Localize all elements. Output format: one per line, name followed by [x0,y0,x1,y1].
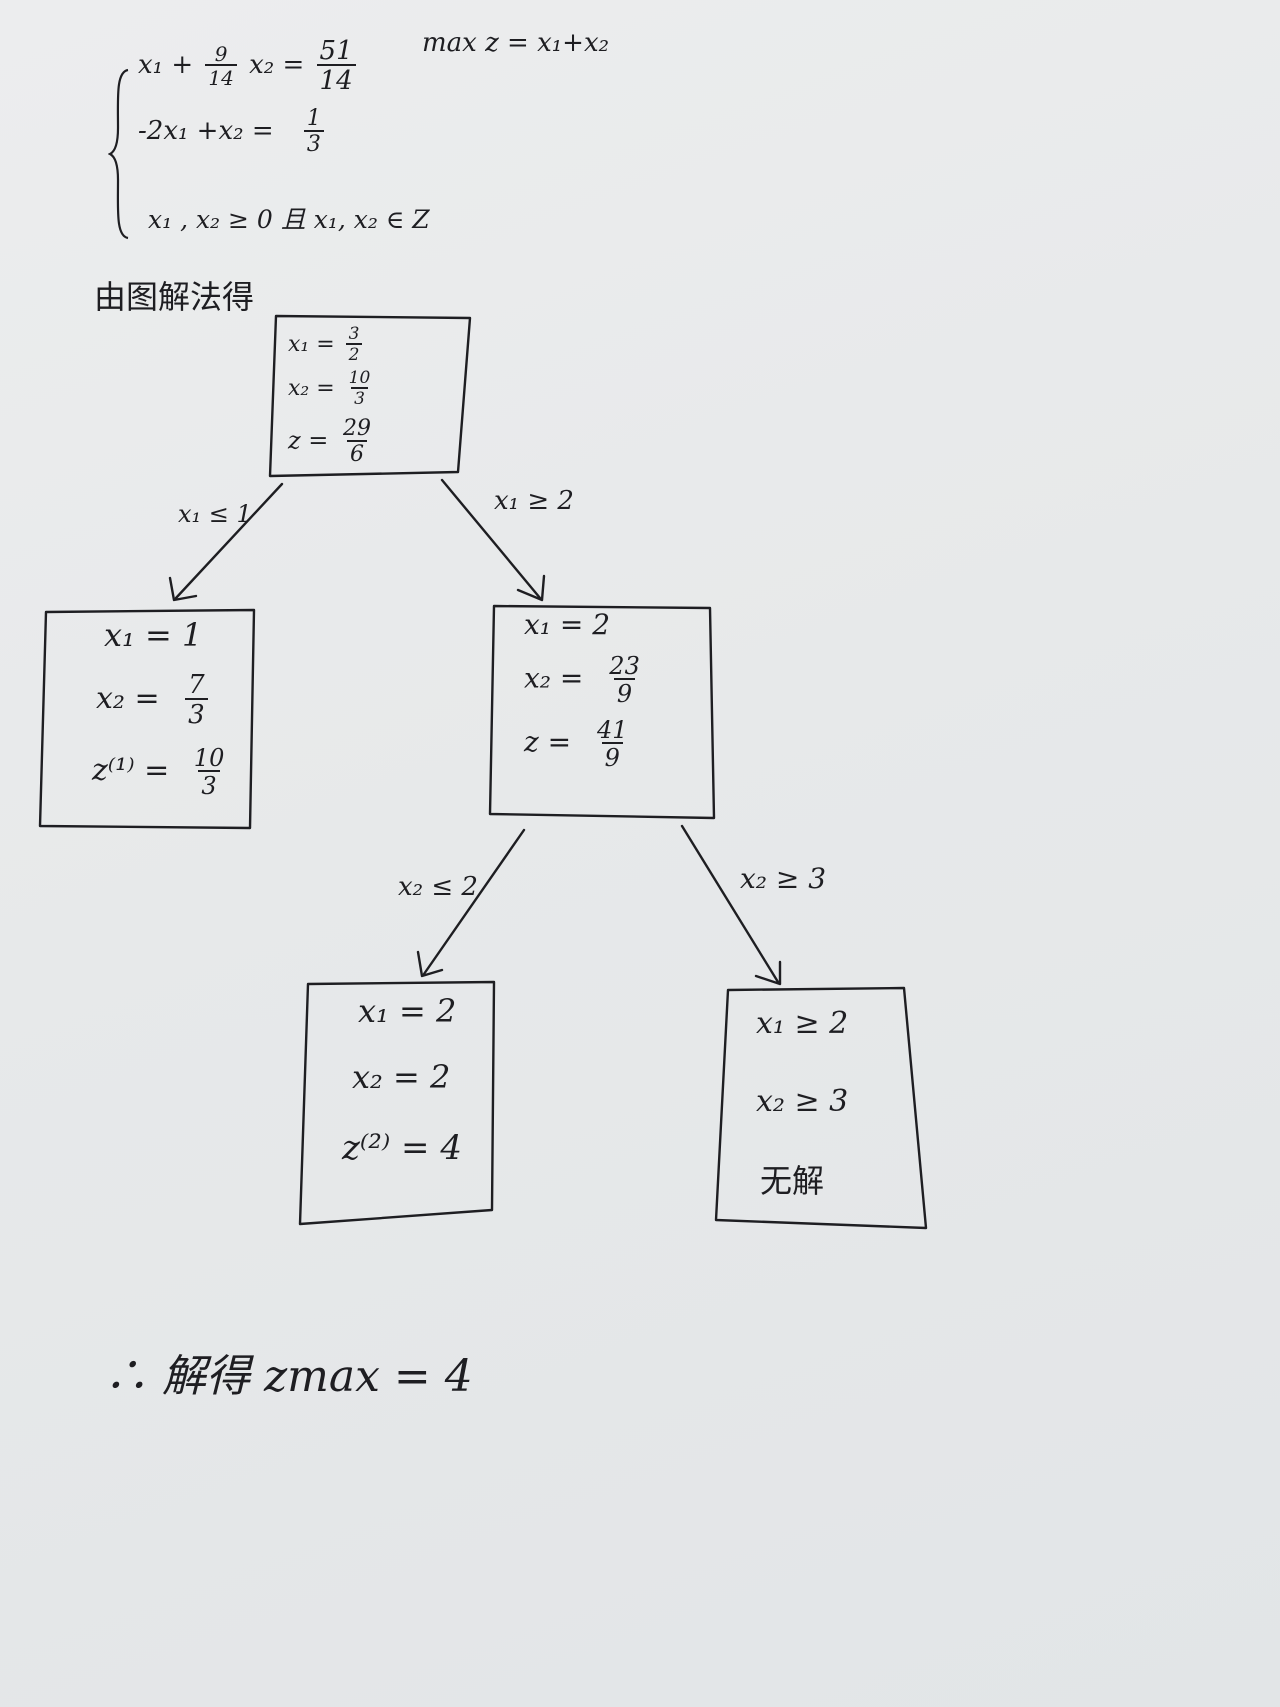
root-x1-value: 3 2 [345,324,363,364]
left-z-value: 10 3 [191,746,228,798]
constraint-3: x₁ , x₂ ≥ 0 且 x₁, x₂ ∈ Z [148,205,430,234]
root-z-den: 6 [347,440,368,466]
rhs-numerator: 1 [306,106,321,131]
right-z-den: 9 [601,742,623,770]
left-x2-num: 7 [188,670,205,700]
branch-right-label: x₁ ≥ 2 [494,486,574,516]
edge-root-left [174,482,284,600]
branch-bottomleft-label: x₂ ≤ 2 [398,872,478,902]
root-box [268,314,472,478]
left-x2-den: 3 [185,698,208,728]
constraint-1: x₁ + 9 14 x₂ = 51 14 [138,38,360,94]
root-x2-num: 10 [348,368,371,388]
right-z-value: 41 9 [594,718,631,770]
root-x2: x₂ = 10 3 [288,370,377,408]
root-z: z = 29 6 [288,418,378,466]
root-x2-value: 10 3 [346,370,374,408]
left-x2-label: x₂ = [96,681,160,716]
left-x2: x₂ = 7 3 [96,672,212,728]
root-z-label: z = [288,426,329,455]
constraint-2: -2x₁ +x₂ = 1 3 [138,108,328,156]
rhs-numerator: 51 [319,36,353,66]
constraint-1-coefficient: 9 14 [205,42,237,88]
right-x1: x₁ = 2 [524,608,611,641]
constraint-1-lhs-b: x₂ = [249,50,305,80]
left-z-num: 10 [193,744,225,772]
method-label: 由图解法得 [94,278,255,316]
right-z-num: 41 [597,716,628,744]
branch-left-label: x₁ ≤ 1 [178,500,252,528]
root-z-num: 29 [343,416,372,441]
root-x2-den: 3 [351,387,368,408]
root-x1-label: x₁ = [288,332,335,357]
arrowhead-right [516,574,546,602]
arrowhead-bottomleft [416,950,444,978]
root-x1-num: 3 [348,324,360,344]
system-brace [108,68,129,240]
bottom-right-x2: x₂ ≥ 3 [756,1084,849,1119]
bottom-right-note: 无解 [760,1162,825,1200]
arrowhead-left [168,576,198,602]
constraint-1-rhs: 51 14 [316,36,356,94]
right-box [488,604,716,820]
constraint-2-rhs: 1 3 [303,106,324,156]
right-x2: x₂ = 23 9 [524,654,647,706]
coef-numerator: 9 [214,42,228,66]
left-z: z⁽¹⁾ = 10 3 [92,746,231,798]
branch-bottomright-label: x₂ ≥ 3 [740,862,827,895]
bottom-left-box [298,980,496,1226]
right-z-label: z = [524,725,572,759]
left-box [38,608,256,830]
conclusion: ∴ 解得 zmax = 4 [104,1351,473,1402]
left-x2-value: 7 3 [185,672,208,728]
constraint-2-lhs: -2x₁ +x₂ = [138,116,274,146]
left-x1: x₁ = 1 [104,616,203,654]
arrowhead-bottomright [754,960,782,986]
coef-denominator: 14 [205,64,237,88]
right-z: z = 41 9 [524,718,635,770]
edge-root-right [440,478,542,600]
edge-right-bottomright [680,824,780,984]
right-x2-den: 9 [613,678,636,706]
objective-function: max z = x₁+x₂ [422,28,610,58]
left-z-den: 3 [198,770,220,798]
root-x2-label: x₂ = [288,376,335,401]
bottom-left-x2: x₂ = 2 [352,1058,451,1096]
rhs-denominator: 3 [303,130,324,156]
right-x2-value: 23 9 [606,654,643,706]
root-x1-den: 2 [345,343,363,364]
rhs-denominator: 14 [316,64,356,94]
left-z-label: z⁽¹⁾ = [92,753,170,788]
right-x2-label: x₂ = [524,661,584,695]
constraint-1-lhs-a: x₁ + [138,50,194,80]
bottom-left-x1: x₁ = 2 [358,992,457,1030]
bottom-right-x1: x₁ ≥ 2 [756,1006,849,1041]
root-x1: x₁ = 3 2 [288,326,366,364]
right-x2-num: 23 [609,652,640,680]
root-z-value: 29 6 [340,418,374,466]
bottom-left-z: z⁽²⁾ = 4 [342,1128,462,1168]
edge-right-bottomleft [422,828,526,976]
bottom-right-box [714,986,928,1230]
